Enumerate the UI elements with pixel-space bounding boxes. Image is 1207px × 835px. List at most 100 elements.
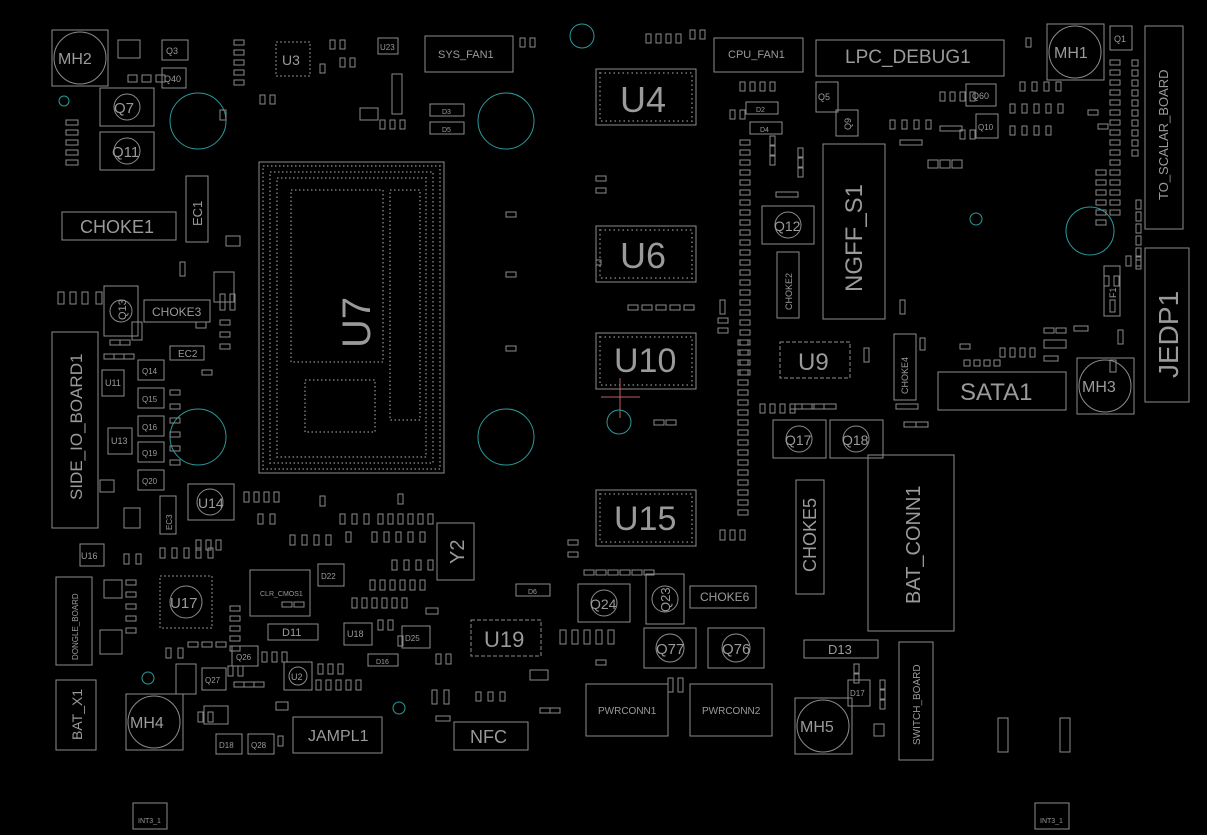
passive-pad <box>1095 179 1107 186</box>
passive-pad <box>739 109 746 120</box>
passive-pad <box>435 715 451 722</box>
passive-pad <box>205 539 212 551</box>
passive-pad <box>233 59 245 66</box>
q18-label: Q18 <box>842 432 869 448</box>
passive-pad <box>403 559 410 571</box>
passive-pad <box>539 707 551 714</box>
passive-pad <box>203 705 229 725</box>
passive-pad <box>259 94 266 105</box>
u17-label: U17 <box>170 595 198 612</box>
passive-pad <box>683 304 695 311</box>
passive-pad <box>519 37 526 48</box>
passive-pad <box>289 534 296 546</box>
q1: Q1 <box>1109 25 1133 51</box>
q14-label: Q14 <box>142 367 158 376</box>
passive-pad <box>737 469 749 476</box>
passive-pad <box>197 711 204 723</box>
u14-label: U14 <box>198 495 224 511</box>
passive-pad <box>1021 103 1028 114</box>
passive-pad <box>103 579 123 599</box>
passive-pad <box>571 629 579 645</box>
q16-label: Q16 <box>142 423 158 432</box>
passive-pad <box>427 513 434 525</box>
passive-pad <box>737 379 749 386</box>
u11-chip: U11 <box>101 369 125 397</box>
passive-pad <box>399 579 406 591</box>
u7-bga: U7 <box>258 161 445 474</box>
passive-pad <box>417 513 424 525</box>
d13: D13 <box>803 639 879 659</box>
passive-pad <box>339 39 346 50</box>
passive-pad <box>397 513 404 525</box>
sys-fan-connector: SYS_FAN1 <box>424 35 514 73</box>
passive-pad <box>123 553 130 565</box>
passive-pad <box>179 261 186 277</box>
passive-pad <box>737 389 749 396</box>
passive-pad <box>1109 149 1121 156</box>
passive-pad <box>737 499 749 506</box>
passive-pad <box>641 304 653 311</box>
passive-pad <box>737 429 749 436</box>
passive-pad <box>1135 259 1142 270</box>
passive-pad <box>737 369 749 376</box>
choke3-label: CHOKE3 <box>152 305 202 319</box>
passive-pad <box>739 199 751 206</box>
passive-pad <box>529 37 536 48</box>
d2: D2 <box>745 101 779 115</box>
passive-pad <box>1059 717 1071 753</box>
passive-pad <box>1113 275 1120 287</box>
q19-label: Q19 <box>142 449 158 458</box>
passive-pad <box>1131 59 1139 67</box>
u19-label: U19 <box>484 627 524 652</box>
passive-pad <box>119 339 131 346</box>
sys-fan-label: SYS_FAN1 <box>438 49 494 61</box>
q60: Q60 <box>965 83 997 107</box>
dongle-connector: DONGLE_BOARD <box>55 576 93 666</box>
passive-pad <box>233 681 245 688</box>
passive-pad <box>739 329 751 336</box>
passive-pad <box>737 449 749 456</box>
passive-pad <box>225 235 241 247</box>
passive-pad <box>665 419 677 426</box>
d18-label: D18 <box>219 741 234 750</box>
passive-pad <box>739 299 751 306</box>
passive-pad <box>81 291 89 305</box>
q1-label: Q1 <box>1114 34 1126 44</box>
q24: Q24 <box>577 583 631 623</box>
passive-pad <box>57 291 65 305</box>
passive-pad <box>177 647 184 659</box>
passive-pad <box>399 119 406 130</box>
int3-left: INT3_1 <box>132 802 168 830</box>
passive-pad <box>169 389 181 396</box>
passive-pad <box>655 304 667 311</box>
u2-label: U2 <box>291 672 303 682</box>
passive-pad <box>371 531 378 543</box>
d4: D4 <box>749 121 783 135</box>
passive-pad <box>1131 79 1139 87</box>
passive-pad <box>717 317 729 324</box>
side-io-connector: SIDE_IO_BOARD1 <box>51 331 99 529</box>
passive-pad <box>769 135 776 146</box>
passive-pad <box>1033 103 1040 114</box>
passive-pad <box>443 689 450 705</box>
passive-pad <box>123 353 135 360</box>
passive-pad <box>1095 209 1107 216</box>
passive-pad <box>271 651 278 663</box>
choke1-label: CHOKE1 <box>80 217 154 237</box>
passive-pad <box>397 635 404 647</box>
passive-pad <box>195 539 202 551</box>
passive-pad <box>739 169 751 176</box>
q20-label: Q20 <box>142 477 158 486</box>
q14: Q14 <box>137 359 165 381</box>
passive-pad <box>65 119 79 126</box>
passive-pad <box>1109 359 1117 373</box>
passive-pad <box>951 159 963 169</box>
q40: Q40 <box>161 67 187 89</box>
passive-components <box>57 29 1142 753</box>
passive-pad <box>201 641 213 648</box>
q5: Q5 <box>815 81 839 113</box>
passive-pad <box>1109 69 1121 76</box>
d5-label: D5 <box>442 127 451 134</box>
d11: D11 <box>267 623 319 641</box>
